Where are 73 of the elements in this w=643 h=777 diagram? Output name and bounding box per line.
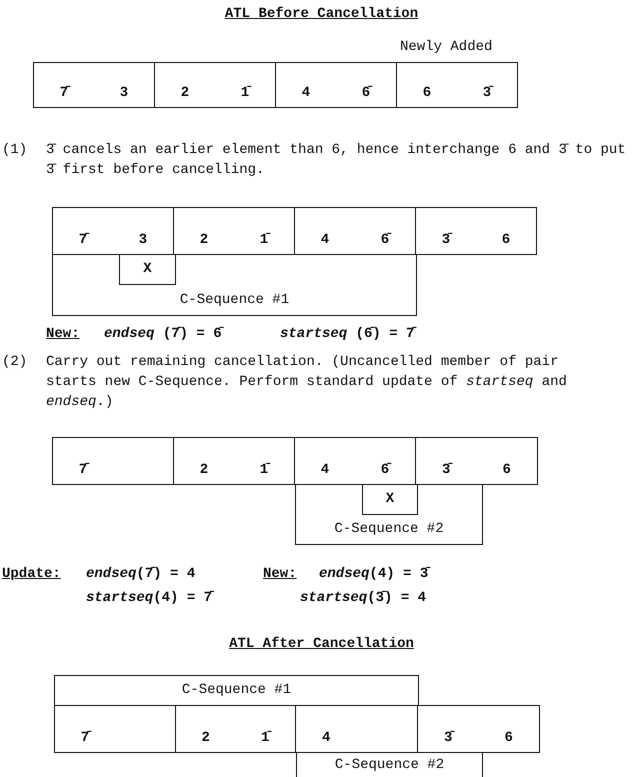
element-label: 2 xyxy=(198,462,210,478)
explanation-text: 3̄ cancels an earlier element than 6, hence interchange 6 and 3̄ to put 3̄ first before cancelling. xyxy=(46,141,626,180)
sequence-cell xyxy=(397,62,518,108)
c-sequence-box xyxy=(295,484,483,545)
sequence-cell xyxy=(418,705,540,753)
heading: ATL Before Cancellation xyxy=(224,5,420,24)
element-label: 6̄ xyxy=(380,232,392,248)
sequence-label: C-Sequence #2 xyxy=(333,521,445,538)
sequence-cell xyxy=(155,62,276,108)
element-label: 6 xyxy=(500,232,512,248)
element-label: 3̄ xyxy=(416,462,476,478)
section-label: New: xyxy=(263,565,297,584)
element-label: 3 xyxy=(138,232,148,248)
annotation: Newly Added xyxy=(400,38,492,57)
element-label: 6 xyxy=(504,730,514,746)
c-sequence-box xyxy=(296,752,483,777)
sequence-cell xyxy=(296,705,418,753)
sequence-label: C-Sequence #1 xyxy=(178,292,290,309)
sequence-cell xyxy=(416,437,538,485)
sequence-cell xyxy=(52,207,174,255)
element-label: 6 xyxy=(422,85,432,101)
sequence-cell xyxy=(54,705,176,753)
element-label: 1̄ xyxy=(258,232,272,248)
element-label: 1̄ xyxy=(258,462,272,478)
element-label: 6 xyxy=(502,462,512,478)
section-label: Update: xyxy=(2,565,61,584)
element-label: 7̄ xyxy=(78,462,90,478)
c-sequence-box xyxy=(52,254,417,316)
element-label: 7̄ xyxy=(78,232,90,248)
step-number: (1) xyxy=(2,141,28,160)
sequence-cell xyxy=(174,437,295,485)
element-label: 1̄ xyxy=(236,730,295,746)
element-label: 6̄ xyxy=(380,462,392,478)
formula: startseq(4) = 7̄ xyxy=(86,589,212,608)
formula: startseq(3̄) = 4 xyxy=(300,589,426,608)
sequence-cell xyxy=(295,207,416,255)
formula: startseq (6̄) = 7̄ xyxy=(280,325,414,344)
element-label: 7̄ xyxy=(58,85,72,101)
sequence-cell xyxy=(416,207,537,255)
formula: endseq(7̄) = 4 xyxy=(86,565,196,584)
element-label: 4 xyxy=(300,85,312,101)
sequence-cell xyxy=(276,62,397,108)
sequence-cell xyxy=(176,705,296,753)
formula: endseq(4) = 3̄ xyxy=(319,565,428,584)
section-label: New: xyxy=(46,325,80,344)
element-label: 7̄ xyxy=(80,730,92,746)
cancel-mark: X xyxy=(386,491,394,507)
element-label: 3̄ xyxy=(482,85,494,101)
element-label: 4 xyxy=(320,462,330,478)
sequence-label: C-Sequence #1 xyxy=(180,682,292,699)
sequence-cell xyxy=(33,62,155,108)
element-label: 2 xyxy=(180,85,190,101)
element-label: 4 xyxy=(320,232,330,248)
sequence-cell xyxy=(174,207,295,255)
sequence-cell xyxy=(295,437,416,485)
explanation-text: Carry out remaining cancellation. (Uncancelled member of pair starts new C-Sequence. Perform standard update of startseq and endseq.) xyxy=(46,353,568,412)
step-number: (2) xyxy=(2,353,28,372)
element-label: 2 xyxy=(198,232,210,248)
cancel-box xyxy=(119,254,176,285)
element-label: 6̄ xyxy=(360,85,374,101)
element-label: 3̄ xyxy=(418,730,478,746)
heading: ATL After Cancellation xyxy=(228,635,415,654)
element-label: 3̄ xyxy=(440,232,454,248)
cancel-mark: X xyxy=(143,261,152,277)
element-label: 2 xyxy=(200,730,211,746)
formula: endseq (7̄) = 6̄ xyxy=(104,325,222,344)
element-label: 4 xyxy=(321,730,332,746)
sequence-label: C-Sequence #2 xyxy=(334,757,446,774)
element-label: 1̄ xyxy=(240,85,252,101)
cancel-box xyxy=(362,484,418,515)
c-sequence-box xyxy=(54,675,419,706)
sequence-cell xyxy=(52,437,174,485)
element-label: 3 xyxy=(118,85,130,101)
